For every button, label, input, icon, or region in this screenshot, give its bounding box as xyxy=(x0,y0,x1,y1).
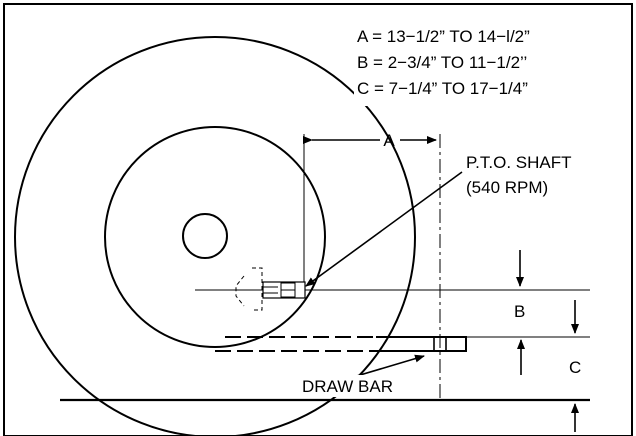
pto-guard-icon xyxy=(235,267,263,311)
spec-backing xyxy=(354,22,630,106)
pto-shaft-label: P.T.O. SHAFT xyxy=(466,153,572,172)
wheel-rim xyxy=(104,126,326,348)
spec-b: B = 2−3/4” TO 11−1/2’’ xyxy=(357,53,527,72)
spec-c: C = 7−1/4” TO 17−1/4” xyxy=(357,79,528,98)
rear-tire xyxy=(14,36,416,436)
pto-leader-arrow xyxy=(305,171,463,287)
dim-b-label: B xyxy=(514,302,525,321)
draw-bar-leader-arrow xyxy=(349,354,425,379)
axle-hub xyxy=(182,213,228,259)
draw-bar-label-backing xyxy=(298,375,402,397)
draw-bar-label: DRAW BAR xyxy=(302,377,393,396)
draw-bar-icon xyxy=(215,336,467,352)
spec-a: A = 13−1/2” TO 14−l/2” xyxy=(357,27,530,46)
dim-c-label: C xyxy=(569,358,581,377)
pto-rpm-label: (540 RPM) xyxy=(466,178,548,197)
pto-shaft-icon xyxy=(262,281,306,299)
dim-a-label: A xyxy=(383,131,395,150)
frame-border xyxy=(3,3,633,436)
